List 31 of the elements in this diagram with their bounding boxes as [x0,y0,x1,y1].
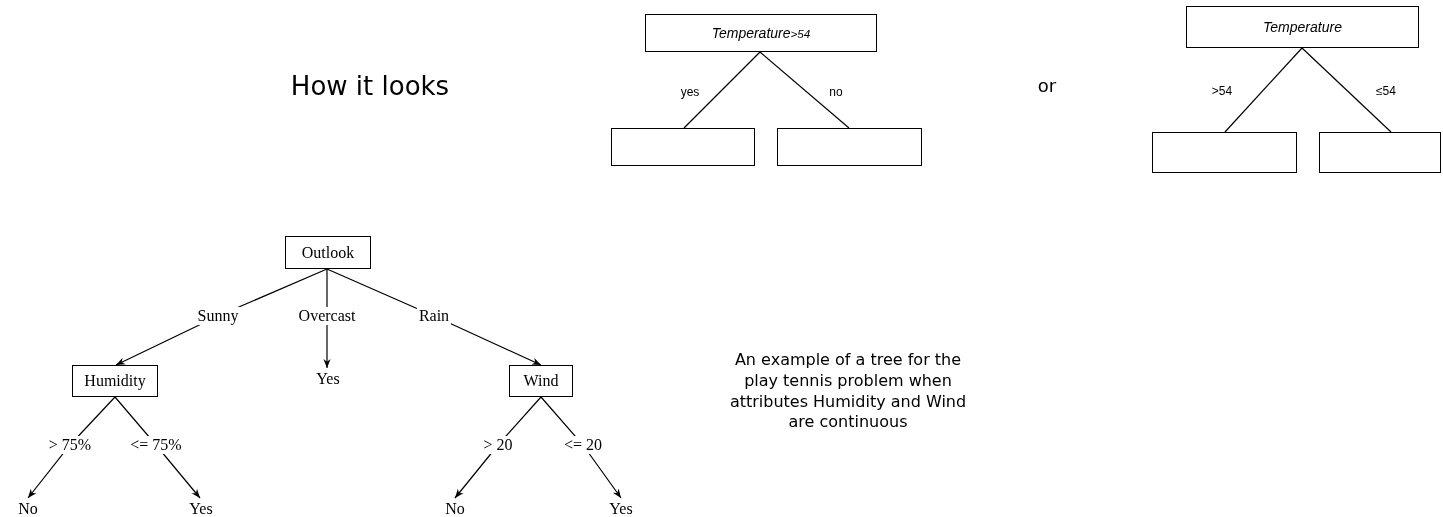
edge-label: yes [679,85,701,99]
leaf-label: Yes [310,368,346,390]
leaf-label: No [14,498,42,517]
branch-line [1301,47,1392,133]
branch-line [1224,47,1303,133]
edge-label: ≤54 [1375,84,1397,98]
edge-label: <= 75% [128,436,184,454]
leaf-label: Yes [604,498,638,517]
attribute-box: Outlook [285,236,371,269]
edge-label: > 75% [46,436,94,454]
edge-label: Rain [416,307,452,325]
empty-box [1319,132,1441,173]
attribute-box: Wind [509,365,573,397]
attribute-box: Temperature [1186,6,1419,48]
caption-text: An example of a tree for the play tennis problem when attributes Humidity and Wind are continuous [728,350,968,434]
edge-label: no [828,85,844,99]
leaf-label: No [441,498,469,517]
connector-word: or [1036,74,1058,98]
empty-box [1152,132,1297,173]
attribute-box: Humidity [72,365,158,397]
edge-label: Overcast [296,307,358,325]
empty-box [611,128,755,166]
heading-text: How it looks [290,70,450,103]
edge-label: >54 [1210,84,1234,98]
empty-box [777,128,922,166]
edge-label: > 20 [481,436,515,454]
branch-line [683,51,761,129]
edge-label: Sunny [195,307,241,325]
leaf-label: Yes [184,498,218,517]
edge-label: <= 20 [562,436,604,454]
branch-line [759,51,850,129]
